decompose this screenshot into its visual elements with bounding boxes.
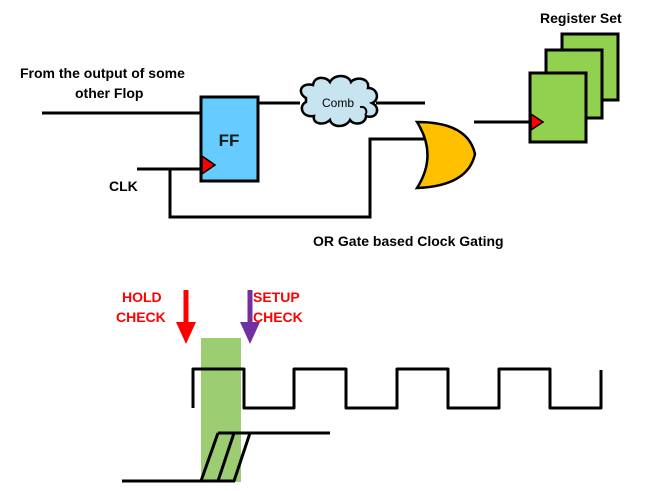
- or-gate-icon: [414, 120, 477, 190]
- clk-label: CLK: [109, 178, 138, 194]
- hold-label-line2: CHECK: [116, 309, 166, 325]
- cloud-icon: [299, 74, 379, 128]
- register-set-label: Register Set: [540, 10, 622, 26]
- input-label-line1: From the output of some: [20, 65, 185, 81]
- register-front: [528, 71, 588, 144]
- data-transition-2: [216, 432, 236, 482]
- flip-flop-label: FF: [219, 131, 240, 150]
- comb-label: Comb: [322, 96, 354, 110]
- clock-input-triangle-icon: [201, 154, 217, 176]
- comb-logic-cloud: Comb: [299, 74, 379, 128]
- data-waveform: [122, 431, 330, 483]
- hold-arrow-icon: [176, 290, 196, 344]
- register-clock-triangle-icon: [530, 112, 545, 132]
- flip-flop: FF: [199, 95, 260, 183]
- hold-label-line1: HOLD: [122, 289, 162, 305]
- setup-arrow-icon: [240, 290, 260, 344]
- register-set: Register Set: [528, 10, 622, 144]
- setup-label-line2: CHECK: [253, 309, 303, 325]
- cloud-curl: [359, 105, 368, 116]
- data-transition-3: [232, 432, 252, 482]
- clk-to-or-wire: [168, 137, 425, 219]
- diagram-caption: OR Gate based Clock Gating: [313, 233, 504, 249]
- clock-waveform: [191, 367, 603, 410]
- input-label-line2: other Flop: [75, 85, 143, 101]
- data-transition-1: [199, 432, 220, 482]
- setup-label-line1: SETUP: [253, 289, 300, 305]
